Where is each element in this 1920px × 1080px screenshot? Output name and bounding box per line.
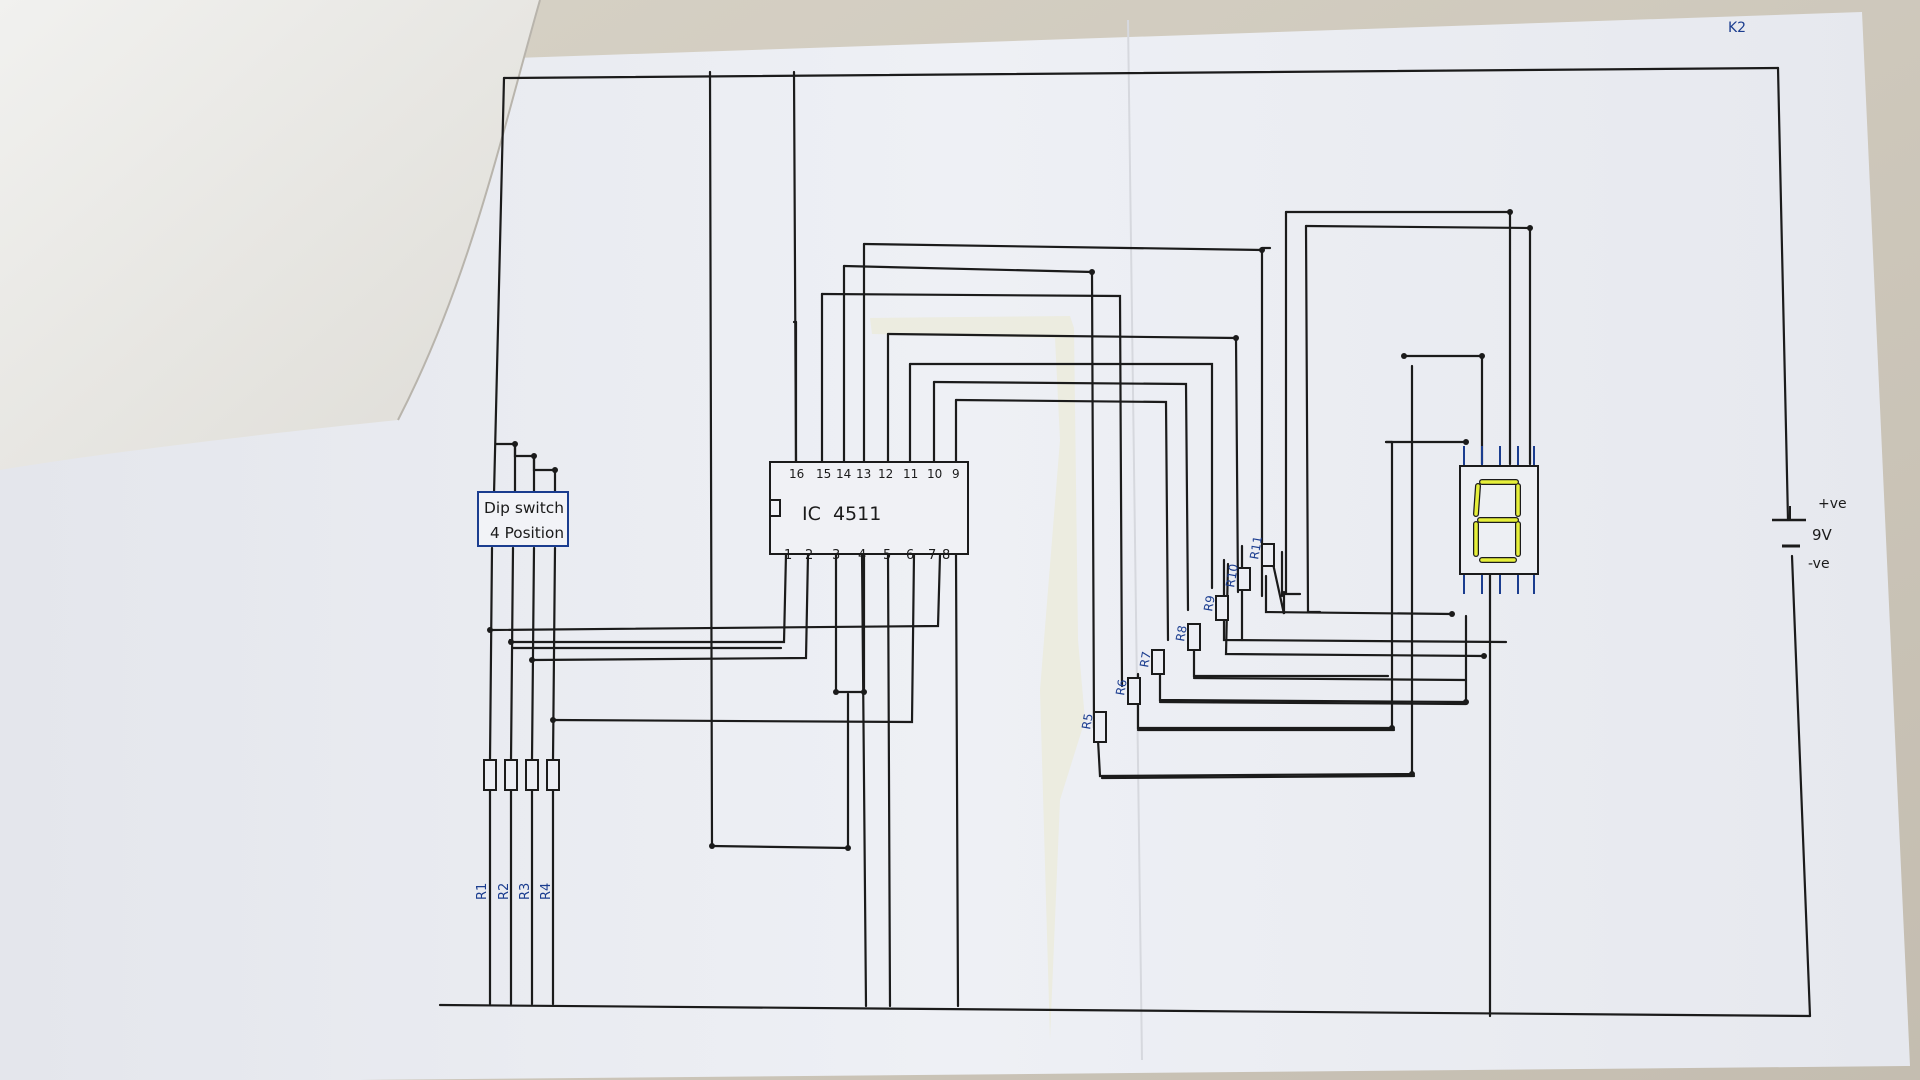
paper-fold [1127,19,1143,1061]
ic-pin-9: 9 [952,467,960,481]
sheet-tag: K2 [1728,20,1746,36]
correction-smudge [870,316,1085,1040]
resistor-r1 [483,759,497,791]
switch-resistors [483,759,560,791]
circuit-wires [438,66,1812,1018]
resistor-r9 [1215,595,1229,621]
ic-pin-6: 6 [906,548,914,563]
ic-notch [769,499,781,517]
ic-pin-15: 15 [816,467,831,481]
ic-top-pin-labels: 16 15 14 13 12 11 10 9 [789,467,960,481]
battery-pos-label: +ve [1818,496,1847,512]
ic-pin-11: 11 [903,467,918,481]
ic-pin-2: 2 [805,548,813,563]
ic-pin-7: 7 [928,548,936,563]
resistor-r3 [525,759,539,791]
battery-9v: +ve 9V -ve [1772,496,1847,572]
ic-pin-4: 4 [858,548,866,563]
r7-label: R7 [1137,650,1154,668]
segment-resistor-labels: R5 R6 R7 R8 R9 R10 R11 [1079,535,1265,731]
resistor-r7 [1151,649,1165,675]
r9-label: R9 [1201,594,1218,612]
battery-voltage-label: 9V [1812,526,1833,544]
resistor-r8 [1187,623,1201,651]
ic-pin-1: 1 [784,548,792,563]
dip-switch-label-line2: 4 Position [490,524,564,542]
resistor-r2 [504,759,518,791]
r10-label: R10 [1223,563,1241,589]
resistor-r4 [546,759,560,791]
segment-resistors [1093,543,1275,743]
battery-neg-label: -ve [1808,556,1830,572]
ic-pin-16: 16 [789,467,804,481]
ic-pin-5: 5 [883,548,891,563]
ic-pin-12: 12 [878,467,893,481]
r11-label: R11 [1247,535,1265,561]
r2-label: R2 [497,883,512,900]
dip-switch-label-line1: Dip switch [484,499,564,517]
ic-pin-10: 10 [927,467,942,481]
ic-pin-14: 14 [836,467,851,481]
seven-segment-display [1459,446,1539,594]
dip-switch: Dip switch 4 Position [477,491,569,547]
junction-dots [487,209,1533,851]
resistor-r11 [1261,543,1275,567]
ic-bottom-pin-labels: 1 2 3 4 5 6 7 8 [784,548,950,563]
ic-pin-3: 3 [832,548,840,563]
r4-label: R4 [539,883,554,900]
r6-label: R6 [1113,678,1130,696]
ic-pin-8: 8 [942,548,950,563]
r3-label: R3 [518,883,533,900]
r1-label: R1 [475,883,490,900]
ic-pin-13: 13 [856,467,871,481]
ic-label: IC 4511 [802,503,881,525]
ic-4511: IC 4511 [769,461,969,555]
resistor-r10 [1237,567,1251,591]
resistor-r5 [1093,711,1107,743]
paper-curl [0,0,540,470]
r5-label: R5 [1079,712,1096,730]
switch-resistor-labels: R1 R2 R3 R4 [475,883,554,900]
resistor-r6 [1127,677,1141,705]
r8-label: R8 [1173,624,1190,642]
